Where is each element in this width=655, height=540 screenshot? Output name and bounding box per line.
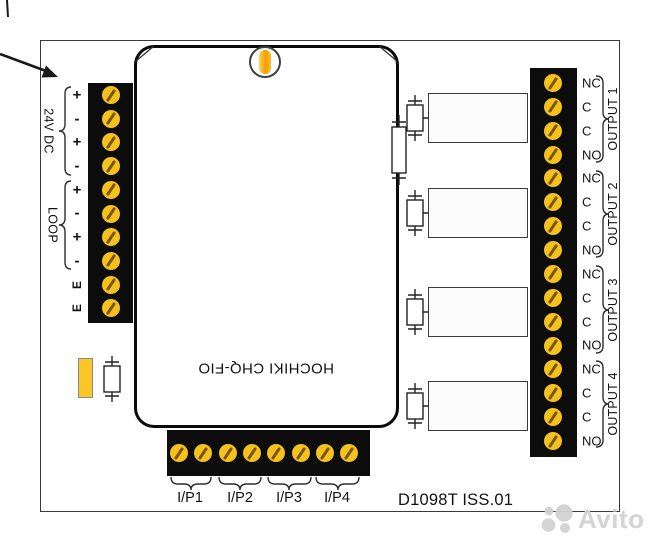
module-label: HOCHIKI CHQ-FIO (198, 359, 334, 377)
screw-icon (340, 444, 359, 462)
power-terminal-label: + (72, 133, 82, 151)
watermark-text: Avito (578, 503, 645, 534)
screw-icon (544, 121, 562, 140)
screw-icon (102, 204, 120, 223)
screw-icon (544, 432, 562, 451)
output3-terminal-label: C (582, 314, 592, 330)
loop-group-label: LOOP (45, 207, 60, 243)
screw-icon (544, 193, 562, 212)
output1-terminal-label: C (582, 99, 592, 115)
power-group-label: 24V DC (41, 108, 56, 154)
output4-terminal-label: C (582, 409, 592, 425)
input-label-ip4: I/P4 (324, 489, 350, 506)
loop-terminal-label: + (72, 181, 82, 199)
power-terminal-label: - (74, 157, 80, 175)
relay-output-1 (428, 93, 528, 143)
screw-icon (544, 336, 562, 355)
led-bar-icon (259, 50, 271, 74)
loop-terminal-label: - (74, 204, 80, 222)
screw-icon (544, 145, 562, 164)
output2-terminal-label: NC (582, 170, 601, 186)
diode-ref-label: D4 (410, 399, 421, 413)
screw-icon (315, 444, 334, 462)
screw-icon (544, 74, 562, 92)
screw-icon (544, 384, 562, 403)
part-number-label: D1098T ISS.01 (398, 490, 514, 509)
screw-icon (102, 299, 120, 318)
output2-group-label: OUTPUT 2 (605, 182, 620, 246)
module-body (134, 45, 399, 428)
screw-icon (102, 157, 120, 176)
relay-output-3 (428, 287, 528, 337)
led-indicator-icon (249, 46, 281, 78)
output2-terminal-label: C (582, 194, 592, 210)
earth-terminal-label: E (70, 280, 84, 290)
output4-group-label: OUTPUT 4 (605, 372, 620, 436)
screw-icon (267, 444, 286, 462)
relay-output-4 (428, 381, 528, 431)
loop-terminal-label: + (72, 228, 82, 246)
output2-terminal-label: NO (582, 242, 602, 258)
screw-icon (544, 241, 562, 260)
screw-icon (170, 444, 188, 462)
d5-ref-label: D5 (107, 372, 118, 386)
output4-terminal-label: NO (582, 433, 602, 449)
diode-ref-label: D1 (410, 111, 421, 125)
screw-icon (544, 169, 562, 188)
screw-icon (102, 228, 120, 247)
screw-icon (291, 444, 310, 462)
screw-icon (102, 275, 120, 294)
power-terminal-label: - (74, 110, 80, 128)
screw-icon (544, 97, 562, 116)
diode-ref-label: D2 (410, 206, 421, 220)
screw-icon (102, 109, 120, 128)
output1-terminal-label: C (582, 123, 592, 139)
screw-icon (242, 444, 261, 462)
loop-terminal-label: - (74, 252, 80, 270)
output3-terminal-label: NC (582, 266, 601, 282)
screw-icon (544, 264, 562, 283)
earth-terminal-label: E (70, 303, 84, 313)
left-terminal-block (88, 83, 133, 323)
screw-icon (544, 360, 562, 379)
screw-icon (544, 408, 562, 427)
input-label-ip3: I/P3 (276, 489, 302, 506)
output2-terminal-label: C (582, 218, 592, 234)
relay-output-2 (428, 188, 528, 238)
screw-icon (544, 312, 562, 331)
output-terminal-block (530, 68, 577, 457)
screw-icon (218, 444, 237, 462)
input-terminal-block (167, 430, 370, 476)
screw-icon (102, 86, 120, 104)
screw-icon (102, 251, 120, 270)
screw-icon (544, 217, 562, 236)
output1-terminal-label: NC (582, 75, 601, 91)
link-ref-label: LNK1 (393, 138, 405, 162)
watermark: Avito (541, 503, 645, 535)
output3-terminal-label: C (582, 290, 592, 306)
power-terminal-label: + (72, 86, 82, 104)
screw-icon (544, 288, 562, 307)
output4-terminal-label: NC (582, 361, 601, 377)
screw-icon (102, 180, 120, 199)
output1-group-label: OUTPUT 1 (605, 87, 620, 151)
output3-group-label: OUTPUT 3 (605, 278, 620, 342)
input-label-ip2: I/P2 (227, 489, 253, 506)
avito-logo-icon (541, 504, 573, 533)
screw-icon (102, 133, 120, 152)
diode-ref-label: D3 (410, 305, 421, 319)
output3-terminal-label: NO (582, 337, 602, 353)
output1-terminal-label: NO (582, 147, 602, 163)
input-label-ip1: I/P1 (177, 489, 203, 506)
d5-led-icon (78, 358, 93, 398)
output4-terminal-label: C (582, 385, 592, 401)
screw-icon (194, 444, 213, 462)
